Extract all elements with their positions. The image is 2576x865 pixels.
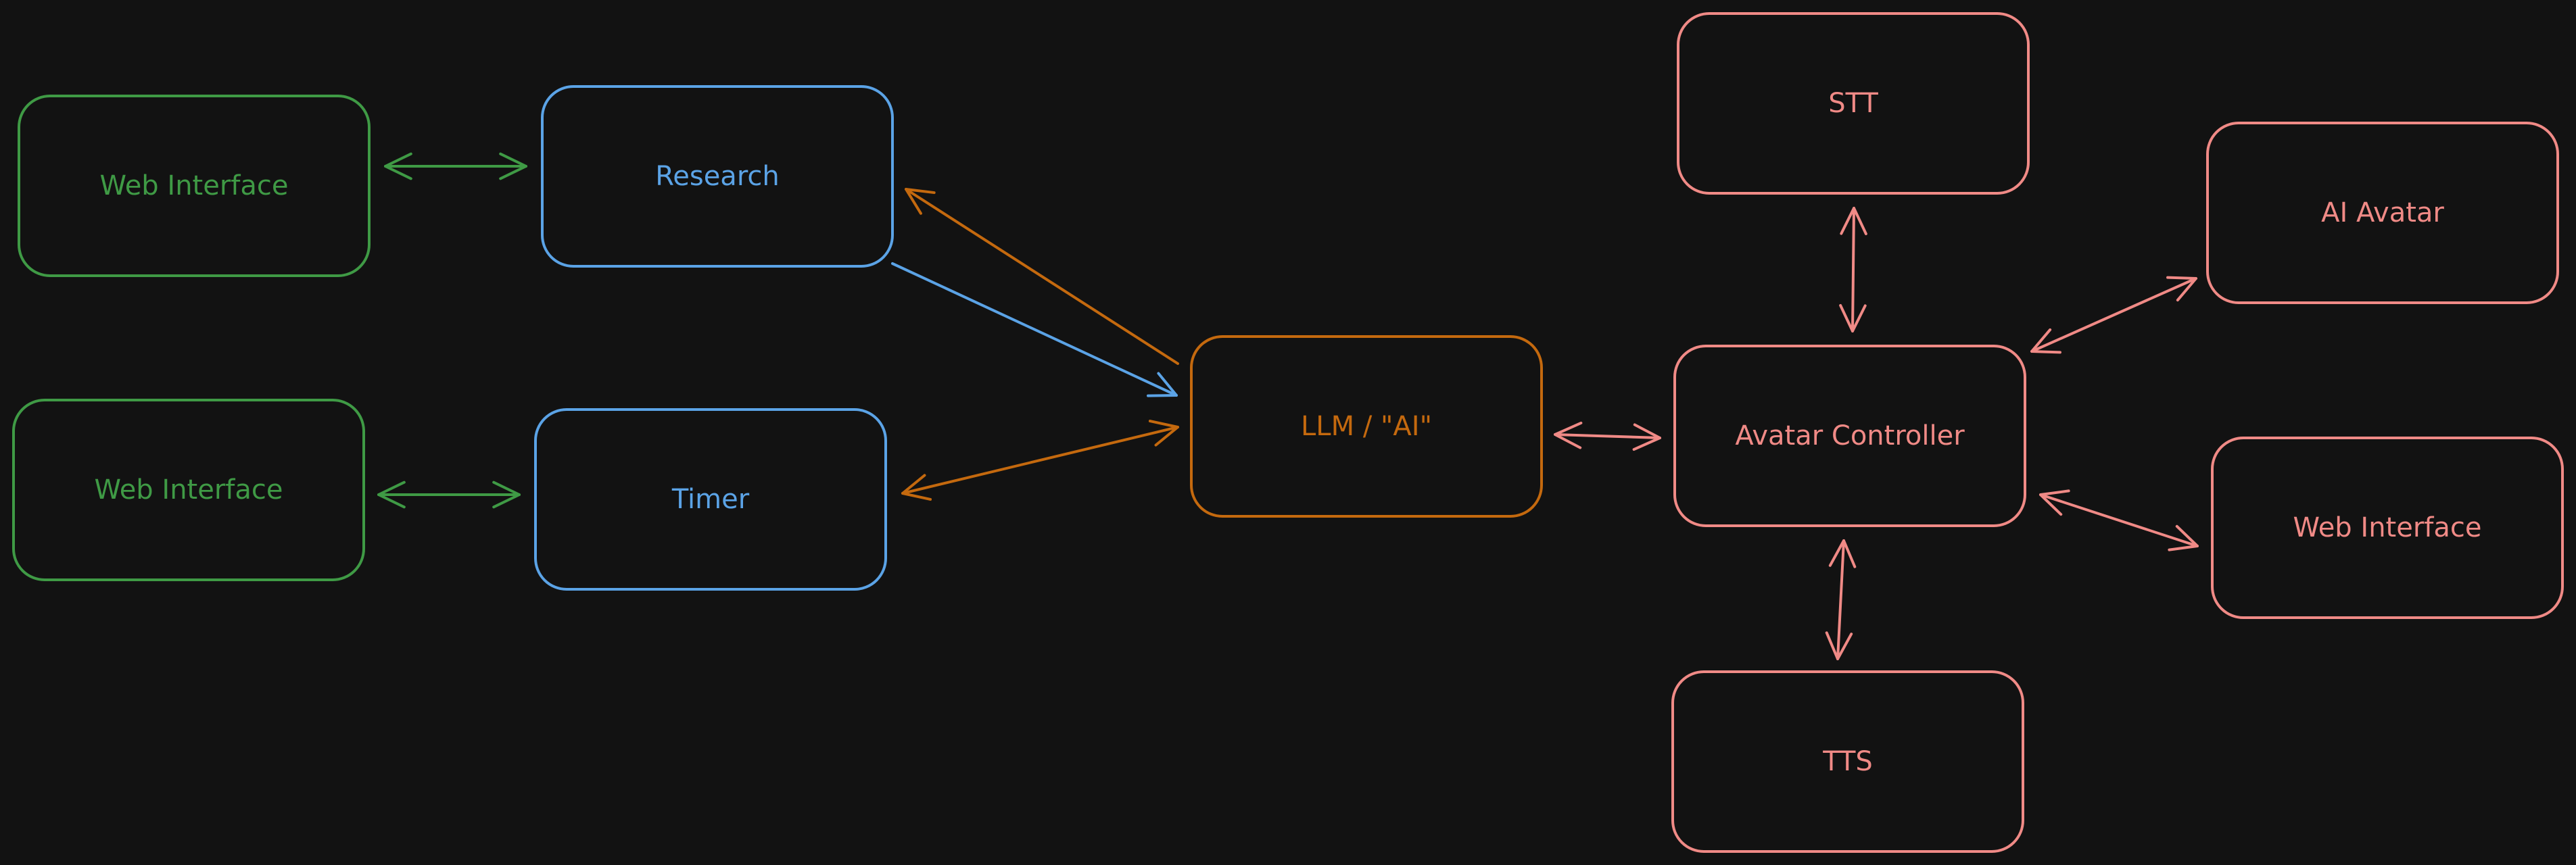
node-label: Web Interface — [94, 474, 283, 505]
node-label: Avatar Controller — [1735, 420, 1965, 451]
arrowhead — [1554, 421, 1583, 449]
node-box — [1677, 12, 2030, 195]
node-box — [1190, 335, 1543, 518]
node-web-interface-top[interactable]: Web Interface — [18, 95, 371, 277]
arrowhead — [2039, 489, 2070, 516]
edge-research-llm — [891, 262, 1178, 397]
arrowhead — [1839, 303, 1867, 332]
node-label: Timer — [671, 484, 750, 515]
node-research[interactable]: Research — [541, 85, 894, 268]
node-box — [12, 399, 365, 581]
nodes-layer: Web Interface Web Interface Research Tim… — [12, 12, 2564, 853]
node-box — [541, 85, 894, 268]
edge-avatar-controller-ai-avatar — [2030, 277, 2197, 353]
node-tts[interactable]: TTS — [1671, 670, 2024, 853]
arrowhead — [492, 480, 521, 509]
arrowhead — [1825, 631, 1853, 660]
node-box — [1673, 345, 2026, 527]
arrowhead — [2166, 276, 2197, 302]
node-web-interface-bottom[interactable]: Web Interface — [12, 399, 365, 581]
arrowhead — [901, 474, 932, 501]
arrowhead — [384, 152, 412, 180]
node-label: TTS — [1822, 746, 1873, 777]
node-web-interface-right[interactable]: Web Interface — [2211, 437, 2564, 619]
node-label: Web Interface — [2293, 512, 2481, 543]
arrowhead — [1828, 539, 1857, 568]
edges-layer — [377, 165, 2199, 660]
arrowhead — [1840, 207, 1867, 236]
arrowhead — [2030, 328, 2061, 354]
node-box — [18, 95, 371, 277]
node-llm[interactable]: LLM / "AI" — [1190, 335, 1543, 518]
node-label: AI Avatar — [2321, 197, 2444, 228]
arrowhead — [1148, 420, 1179, 447]
node-label: Research — [655, 161, 779, 192]
arrowheads-layer — [377, 152, 2199, 660]
arrowhead — [905, 188, 936, 215]
edge-avatar-controller-web-right — [2039, 493, 2199, 547]
edge-timer-llm — [901, 426, 1179, 495]
arrowhead — [499, 152, 527, 180]
node-label: Web Interface — [99, 170, 288, 201]
arrowhead — [1147, 372, 1178, 397]
node-stt[interactable]: STT — [1677, 12, 2030, 195]
node-label: LLM / "AI" — [1301, 411, 1432, 442]
node-ai-avatar[interactable]: AI Avatar — [2206, 122, 2559, 304]
node-box — [2206, 122, 2559, 304]
edge-llm-research — [905, 188, 1179, 365]
arrowhead — [1632, 423, 1661, 451]
node-box — [2211, 437, 2564, 619]
node-label: STT — [1828, 88, 1878, 119]
node-box — [1671, 670, 2024, 853]
arrowhead — [2168, 524, 2199, 551]
edge-stt-avatar-controller — [1851, 207, 1855, 332]
edge-llm-avatar-controller — [1554, 433, 1661, 439]
edge-avatar-controller-tts — [1836, 539, 1845, 660]
node-box — [534, 408, 887, 591]
arrowhead — [377, 480, 406, 509]
node-avatar-controller[interactable]: Avatar Controller — [1673, 345, 2026, 527]
node-timer[interactable]: Timer — [534, 408, 887, 591]
